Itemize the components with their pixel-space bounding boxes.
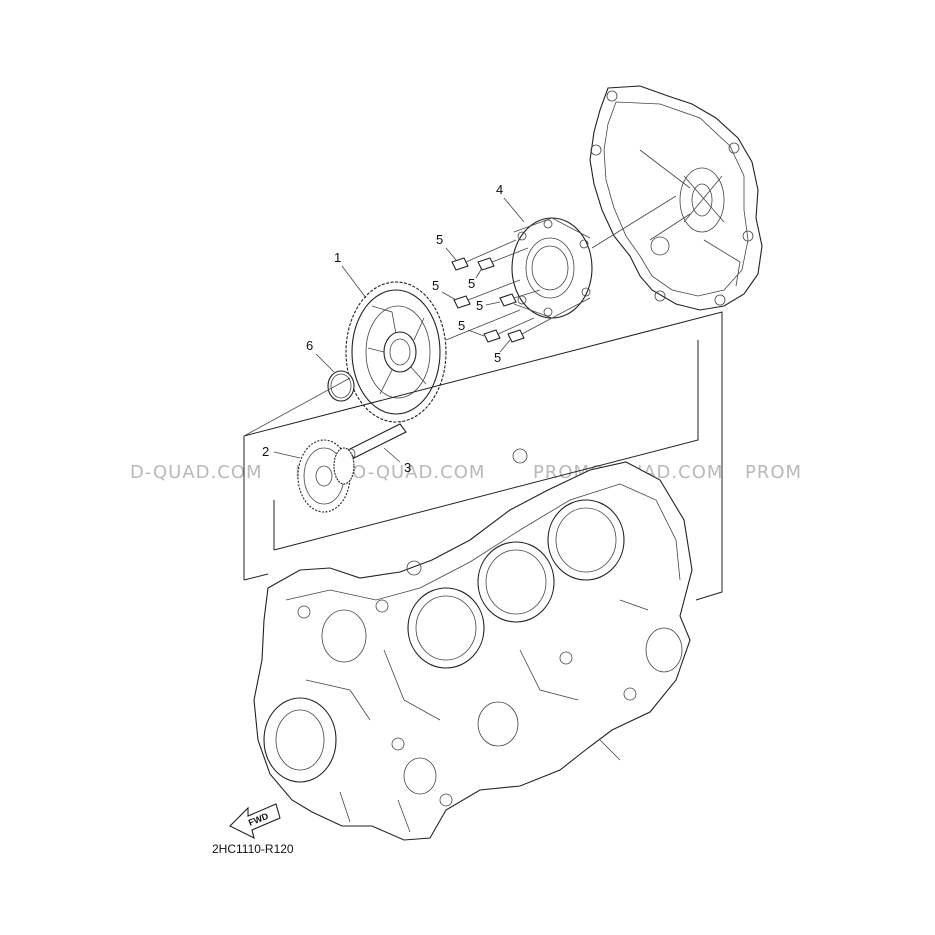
watermark-row: D-QUAD.COM PROMO-QUAD.COM PROMO-QUAD.COM… xyxy=(130,462,802,483)
part-6-circlip xyxy=(327,370,355,402)
callout-number-5c: 5 xyxy=(432,278,439,293)
part-3-shaft xyxy=(346,423,407,460)
callout-number-4: 4 xyxy=(496,182,503,197)
fwd-arrow-icon: FWD xyxy=(229,803,281,840)
crankcase-cover-outline xyxy=(589,85,763,311)
part-5-bolts xyxy=(451,239,553,343)
callout-4: 4 xyxy=(496,182,525,223)
watermark-left: D-QUAD.COM xyxy=(130,462,263,483)
callout-5: 5 5 5 5 5 5 xyxy=(432,232,511,365)
callout-number-5b: 5 xyxy=(468,276,475,291)
callout-6: 6 xyxy=(306,338,335,373)
assembly-bracket-frame xyxy=(243,311,723,601)
callout-3: 3 xyxy=(383,447,411,475)
callout-number-5a: 5 xyxy=(436,232,443,247)
callout-number-5e: 5 xyxy=(458,318,465,333)
engine-block-outline xyxy=(253,448,693,841)
callout-1: 1 xyxy=(334,250,367,299)
callout-number-3: 3 xyxy=(404,460,411,475)
callout-2: 2 xyxy=(262,444,301,459)
callout-number-5d: 5 xyxy=(476,298,483,313)
callout-number-6: 6 xyxy=(306,338,313,353)
callout-number-5f: 5 xyxy=(494,350,501,365)
part-1-large-gear xyxy=(345,281,521,423)
diagram-reference-code: 2HC1110-R120 xyxy=(212,842,294,856)
watermark-edge: PROM xyxy=(745,462,802,483)
callout-number-1: 1 xyxy=(334,250,341,265)
callout-number-2: 2 xyxy=(262,444,269,459)
part-2-small-gear xyxy=(297,439,355,513)
